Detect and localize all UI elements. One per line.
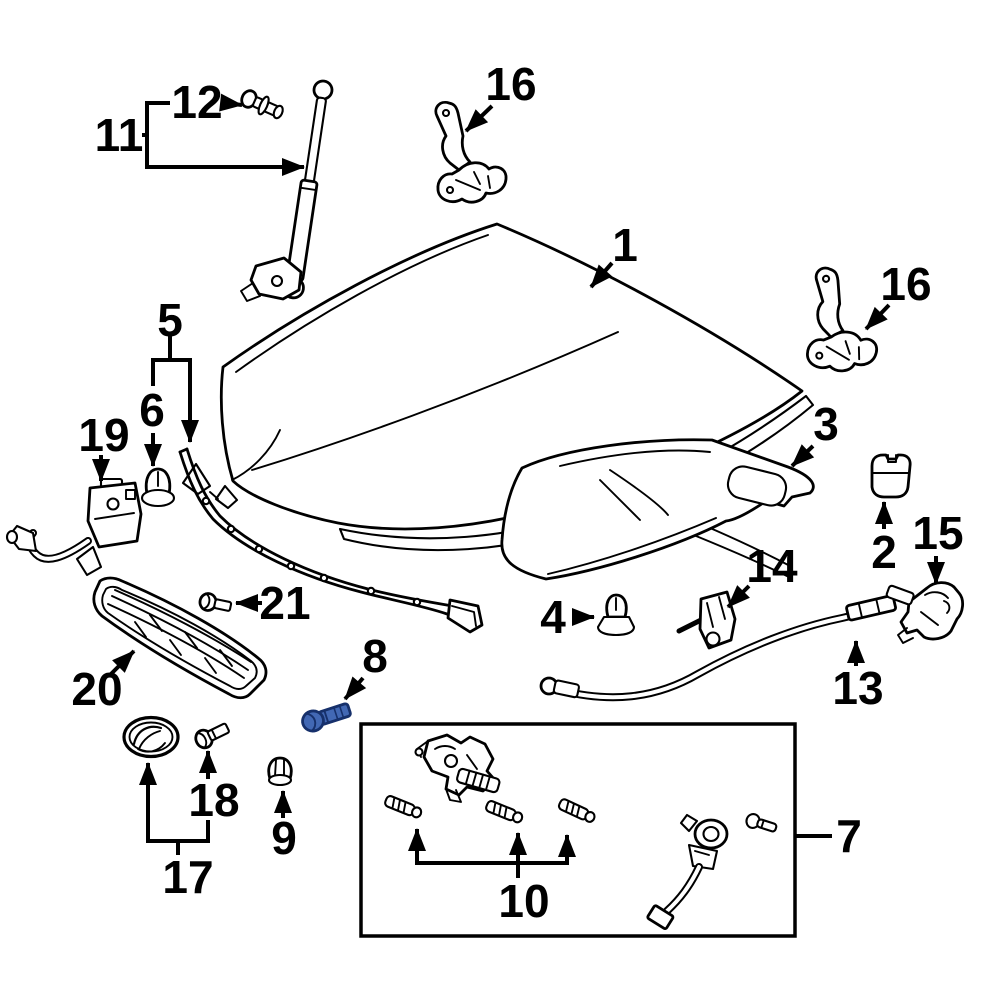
part-16-hinge-right	[806, 266, 879, 373]
leader-bracket-11	[145, 101, 170, 169]
callout-16-right: 16	[880, 258, 931, 310]
callout-16-front: 16	[485, 58, 536, 110]
callout-18: 18	[188, 774, 239, 826]
part-4-clip	[596, 593, 636, 637]
part-7-bolt	[745, 812, 778, 833]
callout-9: 9	[271, 812, 297, 864]
part-7-latch-assembly	[414, 733, 501, 803]
callout-11: 11	[95, 109, 144, 161]
leader-arrow-16-right	[864, 303, 891, 331]
part-8-bolt-highlighted[interactable]	[300, 700, 352, 734]
leader-bracket-17	[146, 820, 210, 843]
callout-15: 15	[912, 507, 963, 559]
leader-arrow-12	[219, 93, 243, 112]
part-6-grommet	[140, 467, 176, 508]
callout-7: 7	[836, 810, 862, 862]
callout-3: 3	[813, 398, 839, 450]
part-9-grommet	[267, 756, 293, 787]
part-12-bolt	[240, 89, 284, 120]
leader-bracket-5	[151, 358, 192, 386]
leader-arrow-16-front	[464, 104, 494, 133]
leader-arrow-20	[109, 649, 136, 676]
part-14-cable-bracket	[676, 590, 737, 650]
leader-arrow-1	[589, 261, 614, 289]
callout-19: 19	[78, 409, 129, 461]
part-21-bolt	[198, 592, 233, 612]
part-5-front-seal	[178, 447, 484, 634]
callout-8: 8	[362, 630, 388, 682]
part-20-grille	[92, 576, 268, 700]
callout-14: 14	[746, 540, 798, 592]
part-18-bolt	[194, 722, 230, 750]
callout-2: 2	[871, 526, 897, 578]
callout-12: 12	[171, 76, 222, 128]
leader-arrow-8	[343, 676, 367, 701]
leader-arrow-14	[726, 584, 751, 609]
leader-lines	[92, 93, 945, 878]
callout-6: 6	[139, 384, 165, 436]
callout-17: 17	[162, 851, 213, 903]
part-7-lock-cylinder	[646, 813, 729, 931]
part-2-clip	[870, 453, 912, 499]
callout-4: 4	[540, 591, 566, 643]
leader-arrow-3	[790, 444, 815, 468]
part-11-support-strut	[240, 79, 334, 302]
part-13-release-cable	[539, 584, 915, 702]
callout-1: 1	[612, 219, 638, 271]
part-19-latch-striker	[5, 477, 143, 577]
callout-10: 10	[498, 875, 549, 927]
part-3-insulator	[500, 438, 815, 581]
part-17-emblem	[122, 715, 180, 759]
callout-13: 13	[832, 662, 883, 714]
part-16-hinge-front	[434, 100, 508, 204]
part-10-screws	[384, 795, 596, 824]
callout-20: 20	[71, 663, 122, 715]
callout-21: 21	[259, 577, 310, 629]
callout-5: 5	[157, 294, 183, 346]
callout-labels: 1 2 3 4 5 6 7 8 9 10 11 12 13 14 15 16 1…	[71, 58, 963, 927]
